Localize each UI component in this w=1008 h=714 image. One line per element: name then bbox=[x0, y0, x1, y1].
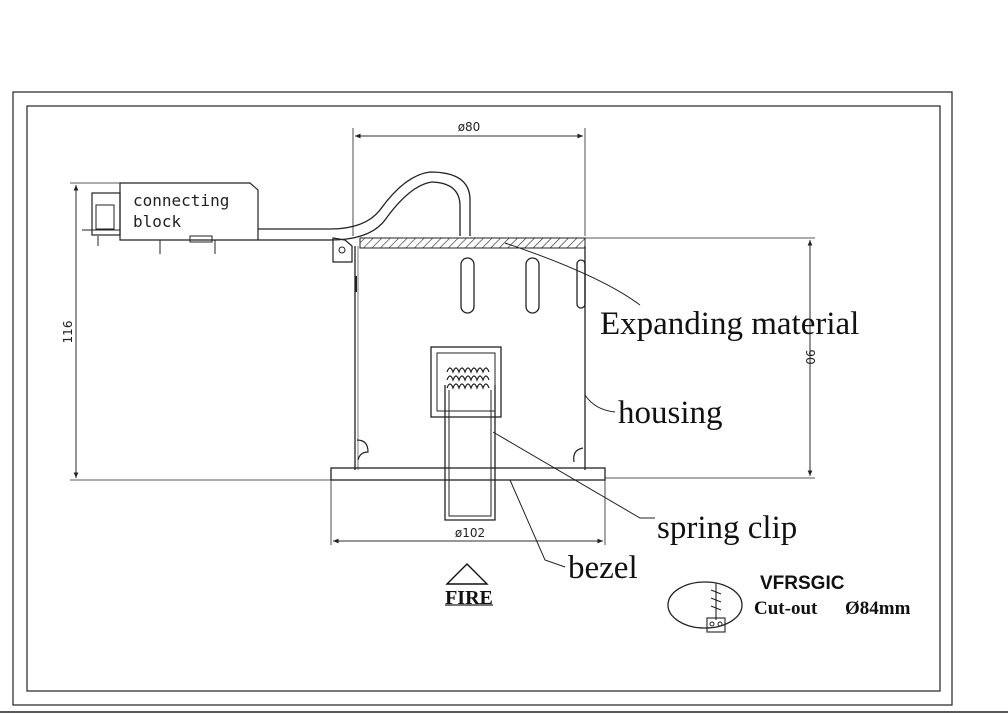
inner-frame bbox=[26, 105, 941, 692]
dimension-label-80: ø80 bbox=[458, 120, 481, 134]
product-model: VFRSGIC bbox=[760, 573, 845, 594]
label-expanding-material: Expanding material bbox=[600, 306, 859, 342]
connecting-block-label-line2: block bbox=[133, 212, 182, 231]
dimension-label-90: 90 bbox=[803, 349, 817, 364]
bezel: ø102 bbox=[330, 467, 606, 545]
dimension-label-116: 116 bbox=[61, 321, 75, 344]
supply-wire bbox=[258, 171, 471, 236]
connecting-block: connecting block bbox=[82, 182, 259, 254]
label-spring-clip: spring clip bbox=[657, 510, 797, 546]
expanding-material-strip bbox=[359, 237, 586, 249]
fire-label: FIRE bbox=[445, 587, 493, 609]
dimension-housing-diameter: ø80 bbox=[352, 120, 586, 236]
fire-rating-badge: FIRE bbox=[445, 563, 493, 609]
dimension-housing-height: 90 bbox=[585, 237, 817, 479]
dimension-overall-height: 116 bbox=[61, 182, 335, 481]
label-bezel: bezel bbox=[568, 550, 638, 586]
cutout-size: Ø84mm bbox=[845, 598, 911, 619]
spring-clip bbox=[430, 346, 502, 521]
housing-body bbox=[332, 237, 586, 470]
label-housing: housing bbox=[618, 395, 723, 431]
outer-frame bbox=[12, 91, 953, 706]
dimension-label-102: ø102 bbox=[455, 526, 485, 540]
leader-lines bbox=[492, 242, 655, 568]
fire-triangle-icon bbox=[445, 563, 489, 585]
connecting-block-label-line1: connecting bbox=[133, 191, 229, 210]
hole-saw-cutout-icon bbox=[667, 581, 743, 633]
cutout-label: Cut-out bbox=[754, 598, 818, 619]
